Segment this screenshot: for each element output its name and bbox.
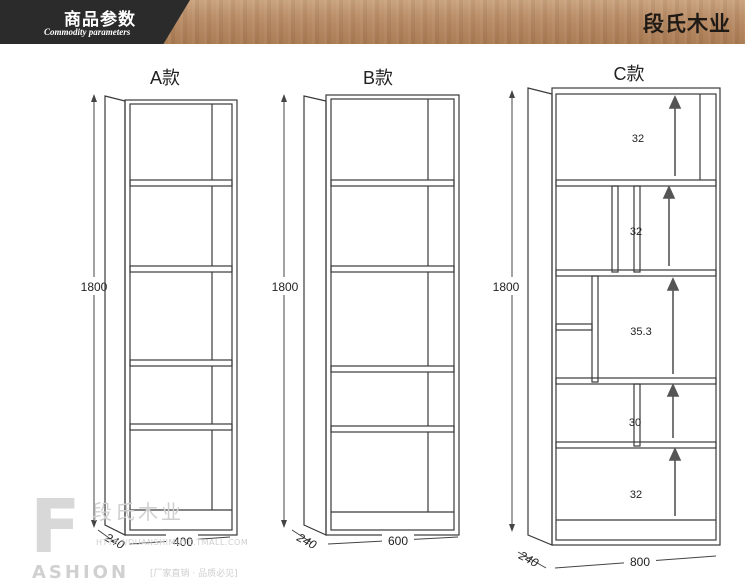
model-b-height-arrowhead-top — [281, 94, 287, 102]
model-b-shelf-4 — [330, 425, 455, 433]
model-a-shelf-2 — [129, 265, 233, 273]
model-a-height-label: 1800 — [81, 280, 108, 294]
model-c-frame — [551, 87, 721, 546]
model-c-height-arrowhead-bottom — [509, 524, 515, 532]
model-c-shelf-height-3: 35.3 — [630, 326, 651, 338]
model-b-inner — [330, 98, 455, 531]
model-a-frame — [124, 99, 238, 536]
model-c-arrowhead-1 — [668, 95, 682, 109]
section-tag: 商品参数 Commodity parameters — [0, 0, 190, 44]
model-a-inner — [129, 103, 233, 531]
model-a-drawing: A款 1800 240 400 — [76, 68, 238, 552]
model-c-divider-3 — [591, 275, 599, 383]
model-b-drawing: B款 1800 240 600 — [266, 68, 460, 552]
model-a-shelf-1 — [129, 179, 233, 187]
model-c-width-label: 800 — [630, 555, 650, 569]
model-a-depth-line — [97, 529, 117, 544]
model-c-label: C款 — [614, 64, 645, 84]
model-c-height-label: 1800 — [493, 280, 520, 294]
model-c-shelf-4 — [555, 441, 717, 449]
section-title: 商品参数 — [64, 10, 136, 30]
model-a-depth-label: 240 — [102, 530, 127, 552]
model-c-width-label-bg — [624, 553, 656, 569]
model-b-side-panel — [303, 95, 327, 536]
model-c-arrowhead-4 — [666, 383, 680, 397]
model-c-side-panel — [527, 87, 553, 546]
model-b-frame — [325, 94, 460, 536]
brand-logo-text: 段氏木业 — [643, 12, 731, 36]
model-c-shelf-height-4: 30 — [629, 417, 641, 429]
model-c-inner — [555, 93, 717, 541]
model-a-height-arrowhead-bottom — [91, 520, 97, 528]
model-c-arrowhead-2 — [662, 185, 676, 199]
model-c-shelf-height-5: 32 — [630, 489, 642, 501]
model-a-height-label-bg — [76, 277, 112, 295]
model-c-arrowhead-3 — [666, 277, 680, 291]
model-b-label: B款 — [363, 68, 393, 88]
model-a-shelf-4 — [129, 423, 233, 431]
model-c-depth-label: 240 — [516, 548, 541, 570]
model-a-label: A款 — [150, 68, 180, 88]
model-b-shelf-2 — [330, 265, 455, 273]
model-c-shelf-height-1: 32 — [632, 133, 644, 145]
model-b-shelf-1 — [330, 179, 455, 187]
model-c-shelf-height-2: 32 — [630, 226, 642, 238]
model-a-shelf-3 — [129, 359, 233, 367]
model-a-height-arrowhead-top — [91, 94, 97, 102]
model-b-shelf-3 — [330, 365, 455, 373]
model-a-width-label-bg — [166, 532, 198, 548]
model-c-height-arrowhead-top — [509, 90, 515, 98]
model-a-width-label: 400 — [173, 535, 193, 549]
model-b-depth-line — [291, 529, 313, 544]
model-c-cubby-shelf — [555, 323, 593, 331]
model-a-side-panel — [104, 95, 126, 536]
model-c-shelf-1 — [555, 179, 717, 187]
model-c-drawing: C款 1800 — [493, 64, 721, 570]
model-c-shelf-2 — [555, 269, 717, 277]
model-c-divider-4 — [633, 383, 641, 447]
section-subtitle: Commodity parameters — [44, 27, 131, 37]
model-b-height-arrowhead-bottom — [281, 520, 287, 528]
header-banner: 商品参数 Commodity parameters 段氏木业 — [0, 0, 745, 44]
model-b-width-label-bg — [382, 531, 414, 547]
model-c-divider-2b — [633, 185, 641, 273]
model-c-depth-line — [517, 551, 547, 569]
model-b-height-label-bg — [266, 277, 302, 295]
model-b-height-label: 1800 — [272, 280, 299, 294]
model-c-height-label-bg — [494, 277, 530, 295]
model-b-width-label: 600 — [388, 534, 408, 548]
model-c-arrowhead-5 — [668, 447, 682, 461]
model-c-shelf-3 — [555, 377, 717, 385]
model-c-divider-2a — [611, 185, 619, 273]
shelf-dimension-diagram: A款 1800 240 400 B款 — [76, 64, 721, 570]
